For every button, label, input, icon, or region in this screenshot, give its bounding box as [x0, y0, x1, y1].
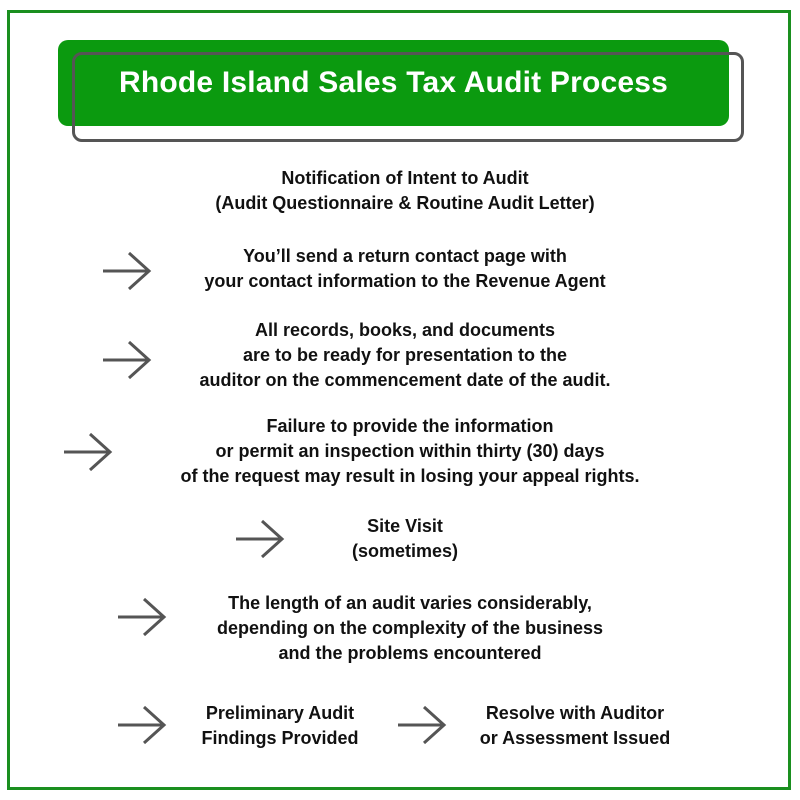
outer-frame	[7, 10, 791, 790]
right-arrow-icon	[101, 338, 153, 382]
right-arrow-icon	[396, 703, 448, 747]
step-records-ready: All records, books, and documents are to…	[199, 320, 611, 390]
step-notification: Notification of Intent to Audit (Audit Q…	[215, 168, 595, 213]
step-audit-length: The length of an audit varies considerab…	[216, 593, 604, 663]
page-title: Rhode Island Sales Tax Audit Process	[118, 66, 669, 99]
step-site-visit: Site Visit (sometimes)	[351, 516, 459, 561]
step-failure-warning: Failure to provide the information or pe…	[180, 416, 640, 486]
right-arrow-icon	[234, 517, 286, 561]
right-arrow-icon	[62, 430, 114, 474]
title-banner-outline	[72, 52, 744, 142]
step-return-contact: You’ll send a return contact page with y…	[204, 246, 606, 291]
step-preliminary-findings: Preliminary Audit Findings Provided	[201, 703, 359, 748]
right-arrow-icon	[101, 249, 153, 293]
right-arrow-icon	[116, 703, 168, 747]
step-resolve-or-assessment: Resolve with Auditor or Assessment Issue…	[479, 703, 671, 748]
right-arrow-icon	[116, 595, 168, 639]
